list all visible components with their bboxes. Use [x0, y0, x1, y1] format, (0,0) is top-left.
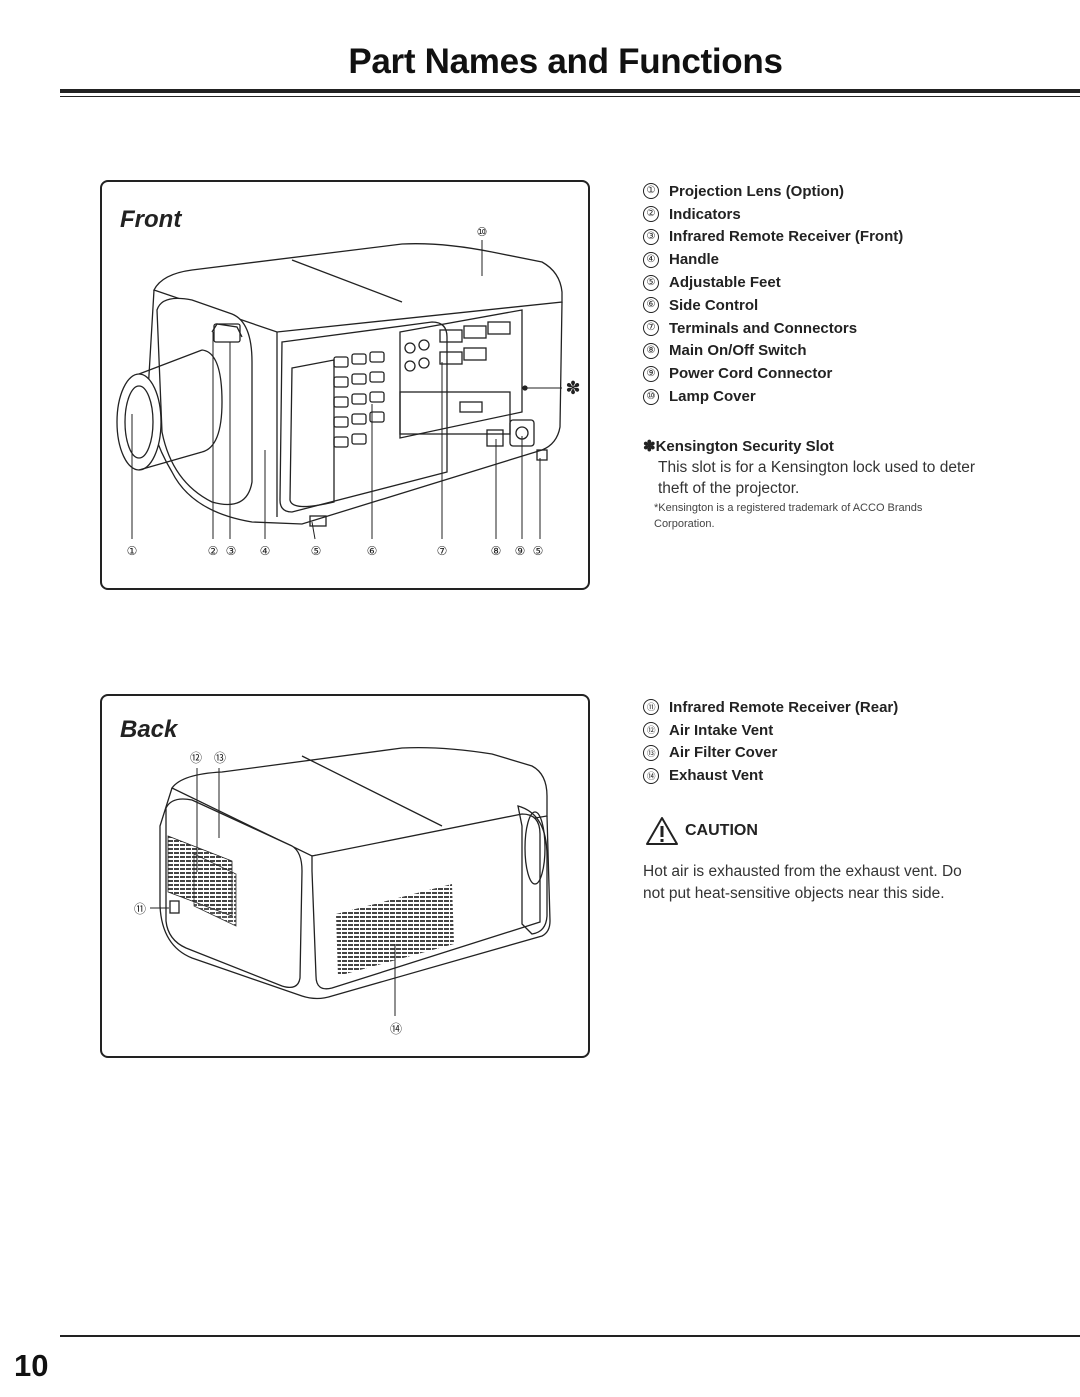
callout-1: ①: [127, 544, 138, 558]
legend-number: ⑫: [643, 722, 659, 739]
legend-label: Infrared Remote Receiver (Front): [669, 228, 904, 246]
legend-number: ⑦: [643, 320, 659, 337]
legend-label: Side Control: [669, 296, 759, 314]
legend-label: Projection Lens (Option): [669, 182, 844, 200]
legend-label: Lamp Cover: [669, 388, 756, 406]
callout-2: ②: [208, 544, 219, 558]
legend-number: ⑩: [643, 388, 659, 405]
legend-number: ⑪: [643, 699, 659, 716]
legend-number: ⑤: [643, 274, 659, 291]
callout-8: ⑧: [491, 544, 502, 558]
legend-label: Infrared Remote Receiver (Rear): [669, 698, 899, 716]
callout-14: ⑭: [390, 1022, 402, 1036]
legend-label: Exhaust Vent: [669, 767, 764, 785]
front-panel-title: Front: [120, 206, 182, 233]
legend-label: Indicators: [669, 205, 741, 223]
legend-item: ④ Handle: [643, 248, 903, 271]
back-panel-title: Back: [120, 716, 178, 743]
callout-11: ⑪: [134, 902, 146, 916]
legend-item: ⑨ Power Cord Connector: [643, 362, 903, 385]
callout-13: ⑬: [214, 751, 226, 765]
legend-item: ② Indicators: [643, 203, 903, 226]
callout-5: ⑤: [311, 544, 322, 558]
callout-12: ⑫: [190, 751, 202, 765]
legend-item: ⑤ Adjustable Feet: [643, 271, 903, 294]
legend-number: ⑭: [643, 767, 659, 784]
back-view-panel: Back: [100, 694, 590, 1058]
legend-number: ①: [643, 183, 659, 200]
legend-number: ②: [643, 206, 659, 223]
legend-item: ⑬ Air Filter Cover: [643, 742, 898, 765]
legend-number: ④: [643, 251, 659, 268]
page-number: 10: [14, 1348, 49, 1383]
callout-9: ⑨: [515, 544, 526, 558]
title-rule-thin: [60, 96, 1080, 97]
callout-kensington: ✽: [565, 378, 580, 399]
legend-item: ⑩ Lamp Cover: [643, 385, 903, 408]
legend-item: ⑫ Air Intake Vent: [643, 719, 898, 742]
legend-item: ① Projection Lens (Option): [643, 180, 903, 203]
legend-item: ⑧ Main On/Off Switch: [643, 340, 903, 363]
page-title: Part Names and Functions: [348, 42, 783, 81]
caution-text: Hot air is exhausted from the exhaust ve…: [643, 863, 962, 902]
callout-7: ⑦: [437, 544, 448, 558]
callout-5b: ⑤: [533, 544, 544, 558]
legend-label: Handle: [669, 251, 720, 269]
legend-number: ⑬: [643, 744, 659, 761]
kensington-description: This slot is for a Kensington lock used …: [658, 459, 976, 497]
legend-number: ⑧: [643, 342, 659, 359]
legend-number: ⑥: [643, 297, 659, 314]
legend-label: Adjustable Feet: [669, 274, 781, 292]
callout-6: ⑥: [367, 544, 378, 558]
caution-label: CAUTION: [685, 822, 758, 839]
legend-item: ③ Infrared Remote Receiver (Front): [643, 226, 903, 249]
callout-10: ⑩: [477, 225, 488, 239]
legend-item: ⑭ Exhaust Vent: [643, 764, 898, 787]
front-projector-illustration: ① ② ③ ④ ⑤ ⑥ ⑦ ⑧ ⑨ ⑤ ⑩ ✽: [116, 225, 581, 558]
kensington-heading: ✽Kensington Security Slot: [643, 438, 834, 455]
legend-label: Air Filter Cover: [669, 744, 778, 762]
legend-label: Power Cord Connector: [669, 365, 833, 383]
legend-label: Terminals and Connectors: [669, 319, 858, 337]
callout-3: ③: [226, 544, 237, 558]
back-parts-legend: ⑪ Infrared Remote Receiver (Rear) ⑫ Air In…: [643, 696, 898, 787]
legend-number: ③: [643, 228, 659, 245]
legend-item: ⑦ Terminals and Connectors: [643, 317, 903, 340]
kensington-trademark-note: *Kensington is a registered trademark of…: [654, 502, 923, 530]
legend-number: ⑨: [643, 365, 659, 382]
title-rule: [60, 89, 1080, 93]
warning-icon: [646, 817, 678, 845]
back-projector-illustration: ⑫ ⑬ ⑪ ⑭: [134, 746, 551, 1036]
caution-heading: CAUTION: [645, 814, 758, 848]
callout-4: ④: [260, 544, 271, 558]
legend-item: ⑪ Infrared Remote Receiver (Rear): [643, 696, 898, 719]
footer-rule: [60, 1335, 1080, 1337]
legend-item: ⑥ Side Control: [643, 294, 903, 317]
legend-label: Main On/Off Switch: [669, 342, 807, 360]
legend-label: Air Intake Vent: [669, 721, 774, 739]
front-view-panel: Front: [100, 180, 590, 590]
